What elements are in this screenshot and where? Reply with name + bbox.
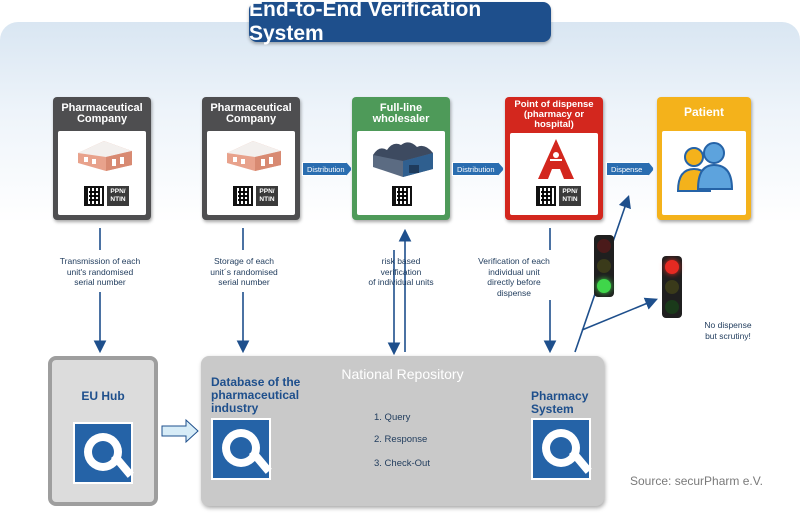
q-logo-icon xyxy=(211,418,272,480)
ppn-line: PPN/ xyxy=(259,188,275,195)
note-line: individual unit xyxy=(488,266,540,277)
no-dispense-note: No dispense but scrutiny! xyxy=(688,320,768,341)
query-label: 1. Query xyxy=(374,412,411,423)
national-repository-box: National Repository Database of the phar… xyxy=(201,356,604,506)
ntin-line: NTIN xyxy=(259,196,275,203)
database-line: industry xyxy=(211,401,259,415)
point-of-dispense-title-line1: Point of dispense xyxy=(514,99,594,110)
risk-verification-note: risk based verification of individual un… xyxy=(356,256,446,288)
ntin-line: NTIN xyxy=(562,196,578,203)
point-of-dispense-title: Point of dispense (pharmacy or hospital) xyxy=(505,97,603,130)
point-of-dispense-box: Point of dispense (pharmacy or hospital)… xyxy=(505,97,603,220)
datamatrix-code-icon xyxy=(84,186,104,206)
pharma-company-2-title-line1: Pharmaceutical xyxy=(210,102,292,114)
datamatrix-code-icon xyxy=(536,186,556,206)
pharma-company-1-box: Pharmaceutical Company PPN/ NTIN xyxy=(53,97,151,220)
patient-title: Patient xyxy=(683,105,724,119)
note-line: Transmission of each xyxy=(59,256,141,266)
pharma-company-2-title-line2: Company xyxy=(225,113,277,125)
ppn-line: PPN/ xyxy=(110,188,126,195)
note-line: serial number xyxy=(74,277,126,287)
verification-note: Verification of each individual unit dir… xyxy=(458,256,570,298)
checkout-label: 3. Check-Out xyxy=(374,458,430,469)
note-line: unit´s randomised xyxy=(210,266,278,277)
national-repository-title: National Repository xyxy=(341,366,464,382)
pharma-company-2-panel: PPN/ NTIN xyxy=(207,131,295,215)
point-of-dispense-title-line2: (pharmacy or xyxy=(523,109,585,120)
note-line: risk based xyxy=(381,256,421,266)
page-title: End-to-End Verification System xyxy=(249,0,551,45)
wholesaler-title-line1: Full-line xyxy=(379,102,423,114)
wholesaler-title: Full-line wholesaler xyxy=(352,97,450,125)
q-logo-icon xyxy=(531,418,592,480)
database-title: Database of the pharmaceutical industry xyxy=(211,376,300,415)
point-of-dispense-panel: PPN/ NTIN xyxy=(510,133,598,215)
note-line: of individual units xyxy=(368,277,434,287)
patient-panel xyxy=(662,131,746,215)
factory-icon xyxy=(78,141,132,171)
storage-note: Storage of each unit´s randomised serial… xyxy=(194,256,294,288)
ppn-ntin-badge: PPN/ NTIN xyxy=(107,186,129,206)
note-line: dispense xyxy=(496,287,532,298)
pharmacy-sign-icon xyxy=(538,139,574,179)
note-line: No dispense xyxy=(704,320,752,330)
distribution-arrow-2: Distribution xyxy=(452,162,504,176)
patient-box: Patient xyxy=(657,97,751,220)
point-of-dispense-title-line3: hospital) xyxy=(534,119,574,130)
note-line: Verification of each xyxy=(478,256,550,266)
eu-hub-title: EU Hub xyxy=(81,389,125,403)
traffic-light-red-icon xyxy=(662,256,682,318)
ppn-ntin-badge: PPN/ NTIN xyxy=(256,186,278,206)
pharma-company-2-title: Pharmaceutical Company xyxy=(202,97,300,125)
pharmacy-system-line: System xyxy=(531,402,574,416)
datamatrix-code-icon xyxy=(392,186,412,206)
q-logo-icon xyxy=(73,422,134,484)
ppn-line: PPN/ xyxy=(562,188,578,195)
ppn-ntin-badge: PPN/ NTIN xyxy=(559,186,581,206)
note-line: unit's randomised xyxy=(66,266,134,277)
note-line: directly before xyxy=(487,277,541,287)
wholesaler-box: Full-line wholesaler xyxy=(352,97,450,220)
warehouse-icon xyxy=(373,142,433,177)
note-line: but scrutiny! xyxy=(705,330,751,341)
distribution-arrow-1: Distribution xyxy=(302,162,352,176)
pharma-company-2-box: Pharmaceutical Company PPN/ NTIN xyxy=(202,97,300,220)
pharmacy-system-line: Pharmacy xyxy=(531,389,589,403)
people-icon xyxy=(676,142,734,192)
traffic-light-green-icon xyxy=(594,235,614,297)
note-line: serial number xyxy=(218,277,270,287)
wholesaler-panel xyxy=(357,131,445,215)
pharma-company-1-panel: PPN/ NTIN xyxy=(58,131,146,215)
database-line: Database of the xyxy=(211,375,301,389)
transmission-note: Transmission of each unit's randomised s… xyxy=(44,256,156,288)
dispense-arrow: Dispense xyxy=(606,162,654,176)
wholesaler-title-line2: wholesaler xyxy=(372,113,430,125)
database-line: pharmaceutical xyxy=(211,388,300,402)
response-label: 2. Response xyxy=(374,434,428,445)
pharmacy-system-title: Pharmacy System xyxy=(531,390,588,416)
ntin-line: NTIN xyxy=(110,196,126,203)
factory-icon xyxy=(227,141,281,171)
note-line: verification xyxy=(380,266,422,277)
note-line: Storage of each xyxy=(213,256,274,266)
pharma-company-1-title-line1: Pharmaceutical xyxy=(61,102,143,114)
datamatrix-code-icon xyxy=(233,186,253,206)
eu-hub-box: EU Hub xyxy=(48,356,158,506)
source-credit: Source: securPharm e.V. xyxy=(630,474,763,488)
pharma-company-1-title: Pharmaceutical Company xyxy=(53,97,151,125)
pharma-company-1-title-line2: Company xyxy=(76,113,128,125)
